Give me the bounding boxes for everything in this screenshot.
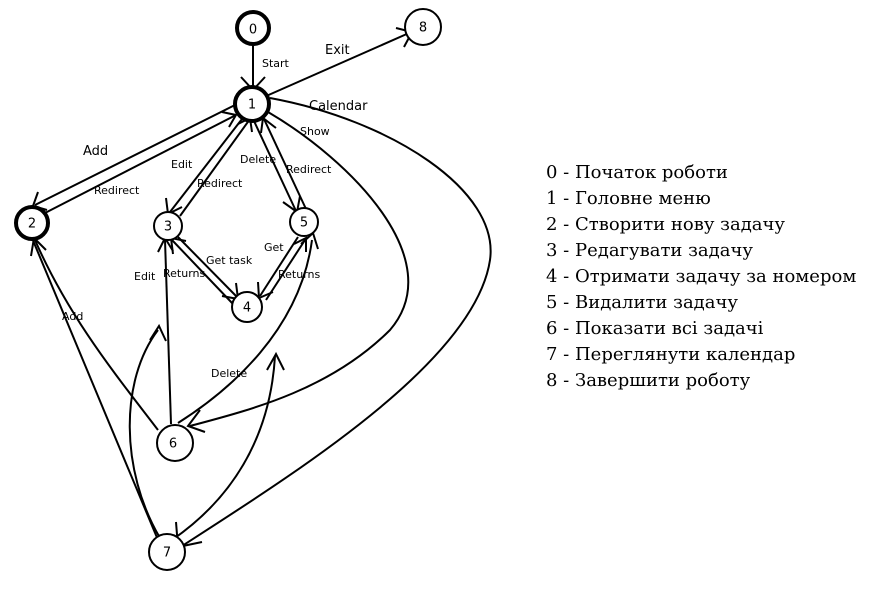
edge-3-1 xyxy=(179,118,251,217)
edge-label-add-6: Add xyxy=(62,310,83,323)
svg-text:0: 0 xyxy=(249,23,257,38)
edge-7-3 xyxy=(128,329,161,539)
edge-label-start: Start xyxy=(262,57,290,70)
node-0: 0 xyxy=(235,10,271,46)
svg-text:2: 2 xyxy=(28,217,36,232)
legend: 0 - Початок роботи 1 - Головне меню 2 - … xyxy=(546,160,856,394)
arrowhead-1-6 xyxy=(186,409,206,433)
edge-1-3 xyxy=(169,118,243,213)
node-6: 6 xyxy=(156,424,194,462)
svg-text:3: 3 xyxy=(164,220,172,235)
edge-label-delete-6: Delete xyxy=(211,367,247,380)
legend-item-0: 0 - Початок роботи xyxy=(546,162,728,183)
edge-label-returns-3: Returns xyxy=(163,267,206,280)
node-5: 5 xyxy=(289,207,319,237)
edge-5-1 xyxy=(263,118,307,210)
svg-text:5: 5 xyxy=(300,216,308,231)
legend-item-4: 4 - Отримати задачу за номером xyxy=(546,266,857,287)
edge-label-edit-6: Edit xyxy=(134,270,156,283)
edge-label-redirect-2: Redirect xyxy=(94,184,140,197)
edge-label-exit: Exit xyxy=(325,43,350,58)
legend-item-7: 7 - Переглянути календар xyxy=(546,344,796,365)
edge-7-2 xyxy=(31,237,159,541)
svg-text:4: 4 xyxy=(243,301,251,316)
node-4: 4 xyxy=(231,291,263,323)
edge-4-3 xyxy=(171,239,234,305)
edge-label-returns-5: Returns xyxy=(278,268,321,281)
arrowhead-4-5 xyxy=(293,236,307,252)
edge-6-2 xyxy=(34,239,159,431)
edge-label-edit: Edit xyxy=(171,158,193,171)
arrowhead-7-5 xyxy=(266,351,285,371)
edge-1-7 xyxy=(181,97,492,547)
edge-1-6 xyxy=(189,111,410,427)
node-7: 7 xyxy=(148,533,186,571)
edge-label-redirect-5: Redirect xyxy=(286,163,332,176)
edge-label-get: Get xyxy=(264,241,284,254)
arrowhead-7-3 xyxy=(149,323,167,342)
node-2: 2 xyxy=(14,205,50,241)
legend-item-2: 2 - Створити нову задачу xyxy=(546,214,786,235)
node-8: 8 xyxy=(404,8,442,46)
edge-6-3 xyxy=(164,239,172,425)
legend-item-8: 8 - Завершити роботу xyxy=(546,370,751,391)
legend-item-3: 3 - Редагувати задачу xyxy=(546,240,753,261)
legend-item-5: 5 - Видалити задачу xyxy=(546,292,738,313)
edge-1-8 xyxy=(263,32,410,98)
node-1: 1 xyxy=(233,85,271,123)
legend-item-6: 6 - Показати всі задачі xyxy=(546,318,764,339)
arrowhead-2-1 xyxy=(221,111,238,128)
edge-label-delete: Delete xyxy=(240,153,276,166)
edge-label-get-task: Get task xyxy=(206,254,253,267)
svg-text:1: 1 xyxy=(248,98,256,113)
edge-3-4 xyxy=(177,236,239,299)
edge-5-4 xyxy=(259,236,299,297)
edge-label-add: Add xyxy=(83,144,108,159)
svg-text:7: 7 xyxy=(163,546,171,561)
edge-4-5 xyxy=(265,239,306,301)
edge-1-5 xyxy=(253,120,297,212)
edge-6-5 xyxy=(177,239,313,424)
edge-label-calendar: Calendar xyxy=(309,99,368,114)
edge-2-1 xyxy=(44,114,237,214)
svg-text:6: 6 xyxy=(169,437,177,452)
legend-item-1: 1 - Головне меню xyxy=(546,188,711,209)
edge-label-redirect-3: Redirect xyxy=(197,177,243,190)
edge-label-show: Show xyxy=(300,125,330,138)
edge-7-5 xyxy=(171,355,276,541)
edge-1-2 xyxy=(34,104,236,206)
node-3: 3 xyxy=(153,211,183,241)
svg-text:8: 8 xyxy=(419,21,427,36)
